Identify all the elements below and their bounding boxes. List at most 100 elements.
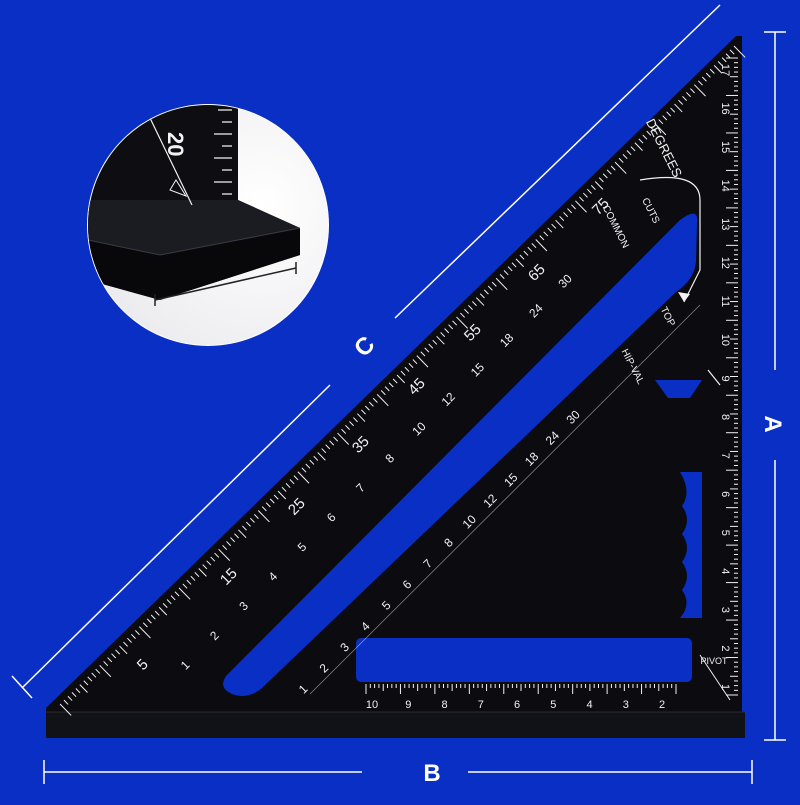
degree-tick <box>226 541 232 547</box>
degree-tick <box>602 173 608 179</box>
degree-tick <box>650 126 656 132</box>
degree-tick <box>567 208 573 214</box>
degree-tick <box>471 301 477 307</box>
bottom-ruler-number: 7 <box>478 699 484 711</box>
notched-cutout <box>680 472 702 618</box>
inner-scale-line <box>309 304 701 695</box>
bottom-ruler-number: 5 <box>550 699 556 711</box>
diagonal-slot-cutout <box>223 213 698 697</box>
degree-tick <box>245 521 251 527</box>
degree-tick <box>432 339 438 345</box>
degree-tick <box>210 556 216 562</box>
degree-tick <box>705 72 711 78</box>
vertical-ruler-number: 16 <box>719 102 731 114</box>
degree-tick <box>412 359 418 365</box>
degree-tick <box>686 92 691 98</box>
bottom-ruler-number: 2 <box>659 699 665 711</box>
label-side-a: A <box>759 415 786 432</box>
degree-tick <box>392 378 398 384</box>
detail-inset: 20 <box>87 104 329 346</box>
hypotenuse-degree-ticks <box>59 45 746 716</box>
degree-tick <box>162 603 168 609</box>
degree-tick <box>543 231 549 237</box>
degree-tick <box>396 374 406 384</box>
dimension-tick-c-lower <box>11 675 33 699</box>
vertical-ruler-number: 8 <box>719 414 731 420</box>
degree-tick <box>341 428 347 434</box>
degree-tick <box>654 123 667 136</box>
degree-tick <box>725 53 731 59</box>
degree-tick <box>202 564 208 570</box>
degree-tick <box>83 680 89 686</box>
degree-tick <box>547 227 553 233</box>
vertical-ruler-number: 9 <box>719 375 731 381</box>
vertical-ruler-number: 17 <box>719 64 731 76</box>
degree-tick <box>630 146 636 152</box>
degree-tick <box>265 502 271 508</box>
bottom-slot-cutout <box>356 638 692 682</box>
vertical-ruler-number: 2 <box>719 645 731 651</box>
degree-tick <box>257 510 270 523</box>
degree-tick <box>269 498 275 504</box>
degree-tick <box>674 103 683 113</box>
degree-tick <box>297 471 310 484</box>
degree-tick <box>388 382 394 388</box>
degree-tick <box>194 572 200 578</box>
degree-tick <box>618 157 624 163</box>
degree-tick <box>384 386 390 392</box>
bottom-ruler-number: 9 <box>405 699 411 711</box>
degree-tick <box>523 250 529 256</box>
degree-tick <box>95 668 101 674</box>
degree-tick <box>535 239 548 252</box>
degree-tick <box>115 649 121 655</box>
degree-tick <box>701 76 707 82</box>
vertical-ruler-number: 7 <box>719 453 731 459</box>
vertical-ruler-number: 11 <box>719 296 731 307</box>
degree-tick <box>563 212 569 218</box>
degree-tick <box>717 61 723 67</box>
bottom-ruler-number: 8 <box>441 699 447 711</box>
degree-tick <box>519 254 525 260</box>
degree-tick <box>527 246 533 252</box>
degree-tick <box>356 413 366 422</box>
degree-tick <box>321 448 327 454</box>
degree-tick <box>436 335 445 345</box>
degree-tick <box>119 645 128 655</box>
vertical-ruler-number: 12 <box>719 257 731 269</box>
degree-tick <box>134 630 140 636</box>
degree-tick <box>289 479 295 485</box>
degree-tick <box>317 452 326 461</box>
degree-tick <box>678 99 684 105</box>
degree-tick <box>622 154 628 160</box>
degree-tick <box>610 165 616 171</box>
degree-tick <box>146 618 152 624</box>
degree-tick <box>416 355 429 368</box>
degree-tick <box>364 405 370 411</box>
degree-tick <box>273 494 279 500</box>
inset-number: 20 <box>163 132 188 156</box>
degree-tick <box>575 200 587 213</box>
degree-tick <box>67 695 73 701</box>
degree-tick <box>559 215 565 221</box>
degree-tick <box>206 560 212 566</box>
degree-tick <box>79 684 88 693</box>
vertical-ruler-number: 13 <box>719 218 731 230</box>
pivot-marker <box>707 369 721 386</box>
degree-tick <box>495 277 508 291</box>
degree-tick <box>571 204 576 210</box>
degree-tick <box>63 699 69 705</box>
degree-tick <box>372 397 378 403</box>
degree-tick <box>638 138 644 144</box>
degree-tick <box>281 486 287 492</box>
degree-tick <box>186 579 192 585</box>
degree-tick <box>230 537 236 543</box>
degree-tick <box>424 347 430 353</box>
degree-tick <box>511 262 517 268</box>
label-side-b: B <box>423 760 440 787</box>
degree-tick <box>242 525 247 531</box>
degree-tick <box>408 363 414 369</box>
degree-tick <box>368 401 374 407</box>
